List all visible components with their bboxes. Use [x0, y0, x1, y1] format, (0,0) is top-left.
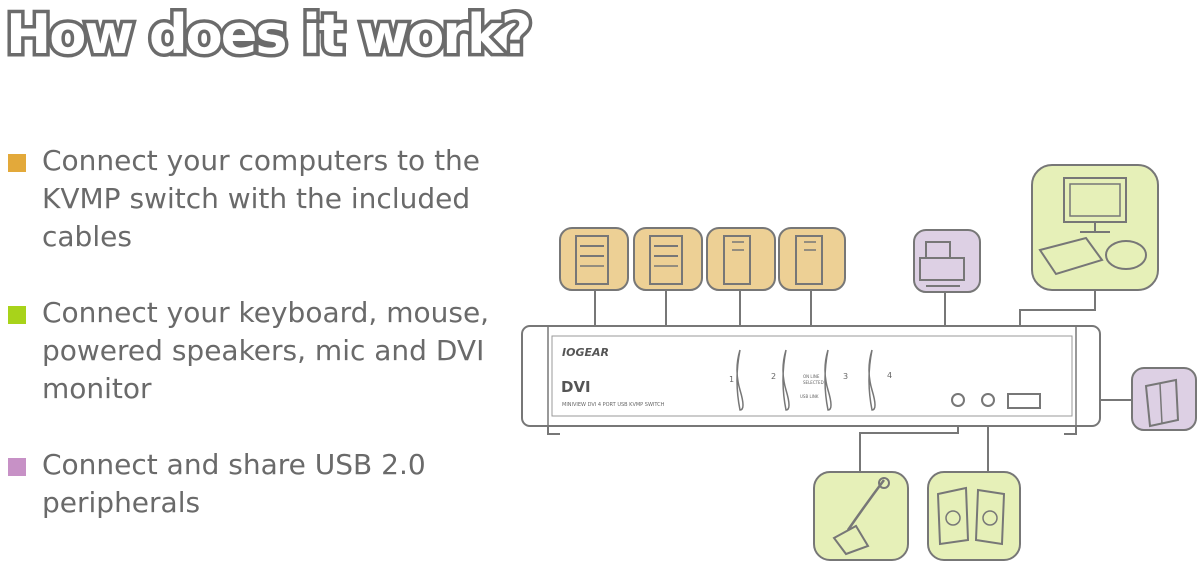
computer-3-icon	[706, 227, 776, 291]
usb-port-icon	[1007, 393, 1041, 409]
port-label-2: 2	[771, 372, 776, 381]
device-subtitle: MINIVIEW DVI 4 PORT USB KVMP SWITCH	[562, 402, 665, 408]
usb-drive-icon	[1131, 367, 1197, 431]
port-label-1: 1	[729, 375, 734, 384]
green-bullet-icon	[8, 306, 26, 324]
step-text: Connect your keyboard, mouse, powered sp…	[42, 296, 490, 405]
port-label-4: 4	[887, 371, 892, 380]
computer-2-icon	[633, 227, 703, 291]
computer-1-icon	[559, 227, 629, 291]
orange-bullet-icon	[8, 154, 26, 172]
kvmp-switch-device	[521, 325, 1101, 435]
status-label-bottom: USB LINK	[800, 394, 819, 399]
step-text: Connect and share USB 2.0 peripherals	[42, 448, 426, 519]
step-text: Connect your computers to the KVMP switc…	[42, 144, 481, 253]
step-connect-peripherals: Connect your keyboard, mouse, powered sp…	[8, 294, 508, 408]
printer-icon	[913, 229, 981, 293]
step-connect-computers: Connect your computers to the KVMP switc…	[8, 142, 508, 256]
page-heading: How does it work?	[2, 0, 535, 70]
computer-4-icon	[778, 227, 846, 291]
purple-bullet-icon	[8, 458, 26, 476]
brand-label: IOGEAR	[562, 346, 609, 359]
monitor-keyboard-mouse-icon	[1031, 164, 1159, 291]
microphone-icon	[813, 471, 909, 561]
model-label: DVI	[561, 378, 591, 396]
port-label-3: 3	[843, 372, 848, 381]
mic-port-icon	[951, 393, 965, 407]
speakers-icon	[927, 471, 1021, 561]
steps-list: Connect your computers to the KVMP switc…	[8, 142, 508, 560]
speaker-port-icon	[981, 393, 995, 407]
step-connect-usb: Connect and share USB 2.0 peripherals	[8, 446, 508, 522]
